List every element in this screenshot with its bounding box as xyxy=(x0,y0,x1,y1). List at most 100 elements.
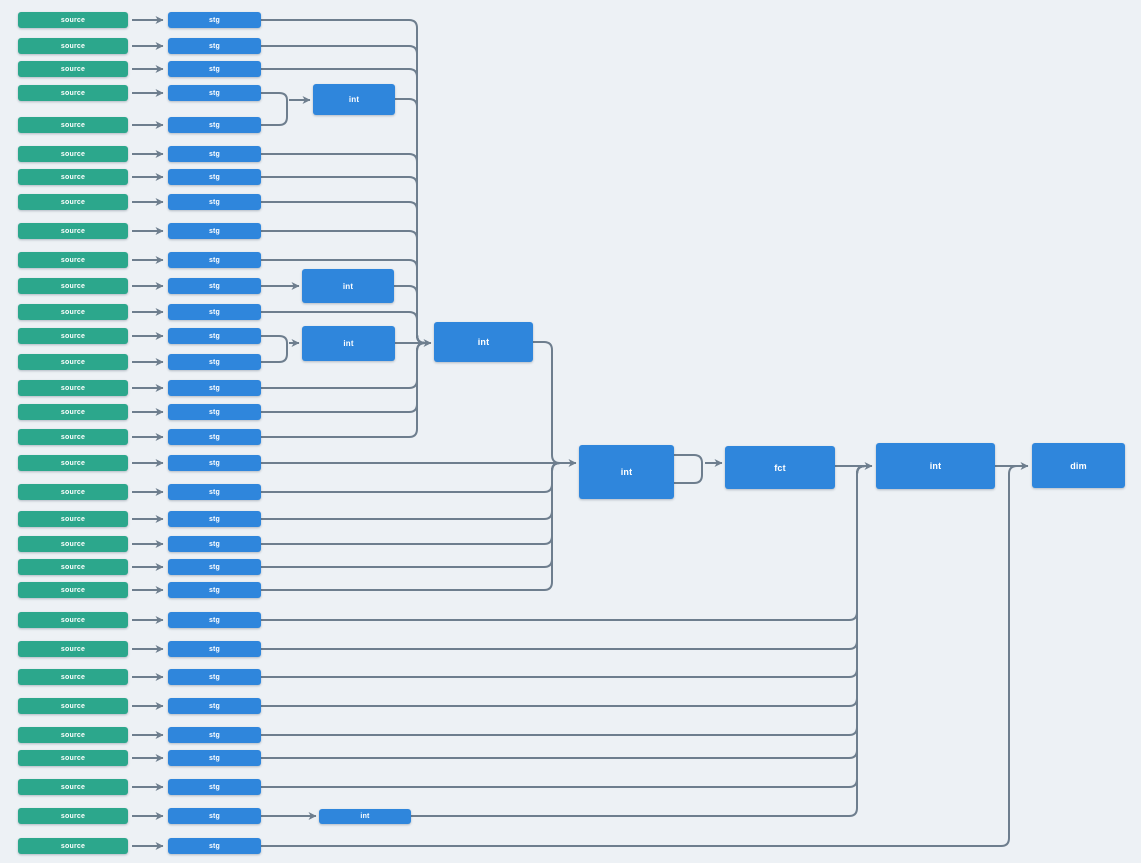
source-node[interactable]: source xyxy=(18,429,128,445)
stg-node[interactable]: stg xyxy=(168,511,261,527)
edge-line xyxy=(261,462,568,545)
source-node[interactable]: source xyxy=(18,354,128,370)
stg-node[interactable]: stg xyxy=(168,779,261,795)
source-node-label: source xyxy=(60,282,86,290)
source-node[interactable]: source xyxy=(18,223,128,239)
fct-node-label: fct xyxy=(774,462,786,473)
stg-node[interactable]: stg xyxy=(168,61,261,77)
stg-node[interactable]: stg xyxy=(168,194,261,210)
stg-node[interactable]: stg xyxy=(168,85,261,101)
stg-node[interactable]: stg xyxy=(168,278,261,294)
source-node[interactable]: source xyxy=(18,304,128,320)
source-node[interactable]: source xyxy=(18,85,128,101)
source-node[interactable]: source xyxy=(18,582,128,598)
int-node-label: int xyxy=(348,95,360,104)
stg-node[interactable]: stg xyxy=(168,559,261,575)
stg-node[interactable]: stg xyxy=(168,612,261,628)
source-node[interactable]: source xyxy=(18,455,128,471)
int-node[interactable]: int xyxy=(579,445,674,499)
stg-node[interactable]: stg xyxy=(168,38,261,54)
source-node-label: source xyxy=(60,433,86,441)
edge-line xyxy=(261,465,866,759)
stg-node[interactable]: stg xyxy=(168,404,261,420)
source-node[interactable]: source xyxy=(18,727,128,743)
dim-node[interactable]: dim xyxy=(1032,443,1125,488)
stg-node[interactable]: stg xyxy=(168,12,261,28)
int-node-label: int xyxy=(477,337,490,347)
stg-node-label: stg xyxy=(208,65,221,73)
int-node[interactable]: int xyxy=(313,84,395,115)
stg-node[interactable]: stg xyxy=(168,223,261,239)
int-node[interactable]: int xyxy=(434,322,533,362)
source-node[interactable]: source xyxy=(18,669,128,685)
source-node-label: source xyxy=(60,673,86,681)
stg-node[interactable]: stg xyxy=(168,582,261,598)
source-node-label: source xyxy=(60,173,86,181)
edge-line xyxy=(261,100,288,126)
stg-node[interactable]: stg xyxy=(168,328,261,344)
stg-node[interactable]: stg xyxy=(168,750,261,766)
stg-node[interactable]: stg xyxy=(168,455,261,471)
source-node[interactable]: source xyxy=(18,117,128,133)
source-node[interactable]: source xyxy=(18,559,128,575)
stg-node[interactable]: stg xyxy=(168,117,261,133)
source-node[interactable]: source xyxy=(18,536,128,552)
source-node-label: source xyxy=(60,645,86,653)
source-node[interactable]: source xyxy=(18,808,128,824)
source-node[interactable]: source xyxy=(18,38,128,54)
int-node[interactable]: int xyxy=(319,809,411,824)
source-node[interactable]: source xyxy=(18,641,128,657)
stg-node[interactable]: stg xyxy=(168,641,261,657)
source-node[interactable]: source xyxy=(18,194,128,210)
stg-node[interactable]: stg xyxy=(168,484,261,500)
stg-node[interactable]: stg xyxy=(168,146,261,162)
source-node-label: source xyxy=(60,812,86,820)
stg-node-label: stg xyxy=(208,121,221,129)
edge-line xyxy=(674,454,703,464)
int-node[interactable]: int xyxy=(302,326,395,361)
edge-line xyxy=(261,462,568,493)
stg-node[interactable]: stg xyxy=(168,380,261,396)
stg-node[interactable]: stg xyxy=(168,536,261,552)
int-node-label: int xyxy=(343,339,354,348)
stg-node[interactable]: stg xyxy=(168,304,261,320)
stg-node-label: stg xyxy=(208,673,221,681)
edge-line xyxy=(261,92,288,101)
source-node[interactable]: source xyxy=(18,61,128,77)
source-node[interactable]: source xyxy=(18,380,128,396)
source-node[interactable]: source xyxy=(18,252,128,268)
source-node-label: source xyxy=(60,198,86,206)
source-node[interactable]: source xyxy=(18,484,128,500)
fct-node[interactable]: fct xyxy=(725,446,835,489)
source-node[interactable]: source xyxy=(18,511,128,527)
source-node[interactable]: source xyxy=(18,838,128,854)
source-node[interactable]: source xyxy=(18,404,128,420)
source-node[interactable]: source xyxy=(18,169,128,185)
source-node[interactable]: source xyxy=(18,779,128,795)
stg-node[interactable]: stg xyxy=(168,169,261,185)
source-node-label: source xyxy=(60,65,86,73)
stg-node-label: stg xyxy=(208,812,221,820)
source-node-label: source xyxy=(60,332,86,340)
stg-node[interactable]: stg xyxy=(168,429,261,445)
stg-node[interactable]: stg xyxy=(168,727,261,743)
stg-node[interactable]: stg xyxy=(168,252,261,268)
stg-node[interactable]: stg xyxy=(168,808,261,824)
source-node[interactable]: source xyxy=(18,698,128,714)
source-node[interactable]: source xyxy=(18,12,128,28)
stg-node-label: stg xyxy=(208,616,221,624)
stg-node[interactable]: stg xyxy=(168,698,261,714)
source-node[interactable]: source xyxy=(18,750,128,766)
source-node[interactable]: source xyxy=(18,278,128,294)
stg-node[interactable]: stg xyxy=(168,354,261,370)
int-node[interactable]: int xyxy=(302,269,394,303)
source-node[interactable]: source xyxy=(18,146,128,162)
stg-node[interactable]: stg xyxy=(168,838,261,854)
stg-node[interactable]: stg xyxy=(168,669,261,685)
stg-node-label: stg xyxy=(208,198,221,206)
source-node[interactable]: source xyxy=(18,612,128,628)
source-node-label: source xyxy=(60,89,86,97)
source-node[interactable]: source xyxy=(18,328,128,344)
edge-line xyxy=(261,462,568,591)
int-node[interactable]: int xyxy=(876,443,995,489)
